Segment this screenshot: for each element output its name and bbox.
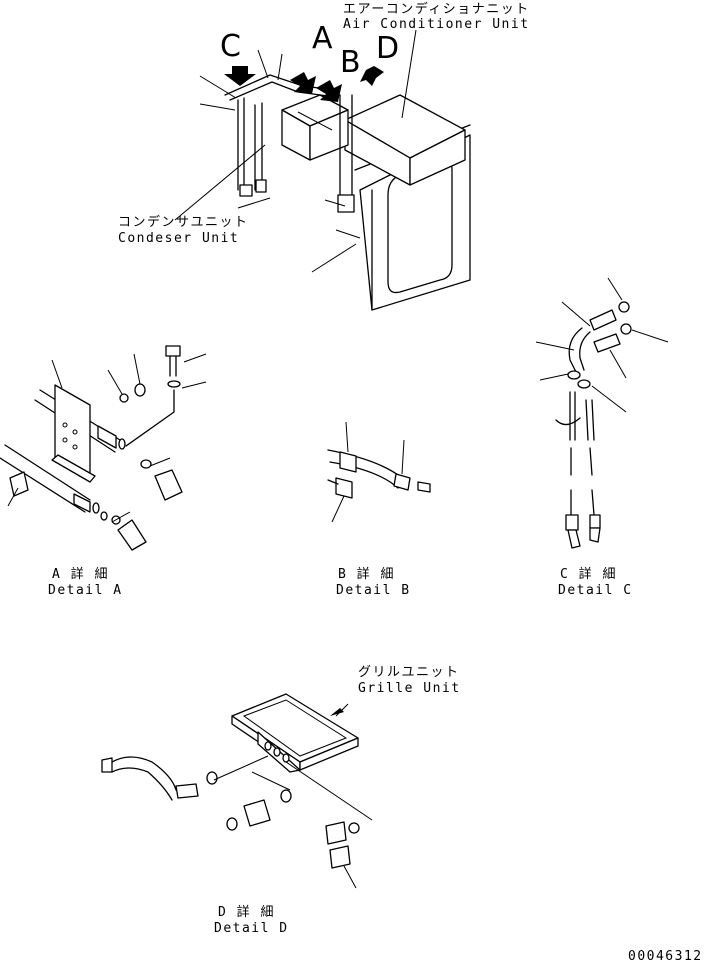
grille-unit-label-jp: グリルユニット [358,665,460,680]
condenser-label-jp: コンデンサユニット [118,214,249,230]
air-conditioner-label-en: Air Conditioner Unit [343,17,530,32]
detail-a-label-jp: A 詳 細 [52,566,109,582]
condenser-label-en: Condeser Unit [118,231,239,246]
arrow-d-icon [360,66,384,86]
detail-d-view: グリルユニット Grille Unit D 詳 細 Detail D [101,665,461,936]
detail-a-view: A 詳 細 Detail A [0,345,207,598]
detail-c-label-en: Detail C [558,583,633,598]
detail-a-label-en: Detail A [48,583,123,598]
callout-a: A [312,21,333,56]
callout-b: B [340,45,361,80]
detail-d-label-en: Detail D [214,921,289,936]
callout-c: C [220,29,241,64]
air-conditioner-label-jp: エアーコンディショナニット [343,1,530,17]
detail-c-view: C 詳 細 Detail C [535,277,669,598]
drawing-number: 00046312 [628,949,703,964]
arrow-a2-icon [316,80,342,102]
arrow-c-icon [224,66,256,86]
main-assembly-view: C A B D エアーコンディショナニット Air Conditioner Un… [118,1,530,311]
detail-b-label-jp: B 詳 細 [338,566,395,582]
grille-unit-label-en: Grille Unit [358,681,461,696]
arrow-a1-icon [290,72,316,94]
detail-c-label-jp: C 詳 細 [560,566,617,582]
detail-d-label-jp: D 詳 細 [218,904,275,920]
detail-b-view: B 詳 細 Detail B [327,421,431,598]
detail-b-label-en: Detail B [336,583,411,598]
callout-d: D [376,31,399,66]
